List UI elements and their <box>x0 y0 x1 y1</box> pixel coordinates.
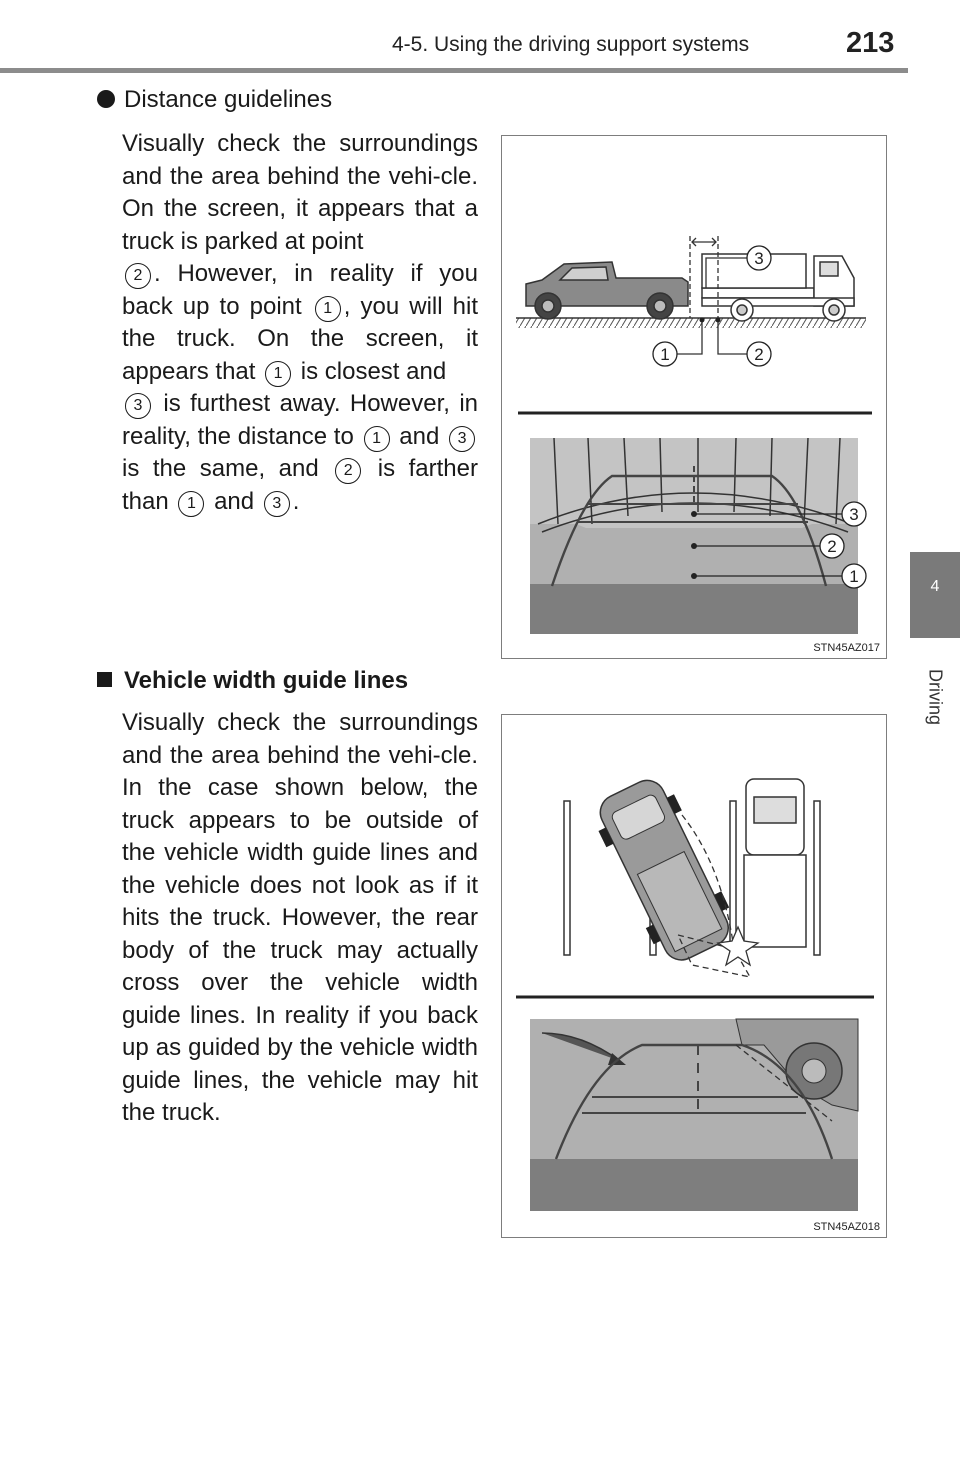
flatbed-truck-side-view <box>701 253 855 322</box>
square-bullet-icon <box>97 672 112 687</box>
ref-1-marker: 1 <box>265 360 292 387</box>
chapter-label: Driving <box>920 652 950 742</box>
vehicle-width-illustration <box>516 778 874 1211</box>
figure-code: STN45AZ017 <box>813 642 880 654</box>
ref-1-marker: 1 <box>363 425 390 452</box>
distance-guidelines-title: Distance guidelines <box>124 86 333 113</box>
pickup-truck-top-view <box>598 779 730 961</box>
screen-callout-3: 3 <box>849 505 858 524</box>
callout-3: 3 <box>754 249 763 268</box>
header-section-title: 4-5. Using the driving support systems <box>392 33 750 56</box>
callout-2: 2 <box>754 345 763 364</box>
chapter-label-text: Driving <box>925 668 946 726</box>
vehicle-width-figure: STN45AZ018 <box>501 714 887 1238</box>
distance-illustration: 1 2 3 <box>516 236 872 634</box>
header-divider <box>0 68 908 73</box>
distance-guidelines-heading: Distance guidelines <box>97 86 332 114</box>
parked-truck-top-view <box>743 778 807 948</box>
callout-1: 1 <box>660 345 669 364</box>
chapter-number: 4 <box>930 578 940 595</box>
collision-star-icon <box>716 925 760 967</box>
rear-camera-screen: 3 2 1 <box>530 437 867 634</box>
ref-1-marker: 1 <box>314 295 341 322</box>
page-number: 213 <box>846 27 895 59</box>
ref-3-marker: 3 <box>125 393 151 419</box>
figure-code: STN45AZ018 <box>813 1221 880 1233</box>
round-bullet-icon <box>97 90 115 108</box>
vehicle-width-text: Visually check the surroundings and the … <box>122 709 478 1126</box>
distance-guidelines-text: Visually check the surroundings and the … <box>122 130 479 517</box>
distance-guidelines-figure: 1 2 3 <box>501 135 887 659</box>
ref-2-marker: 2 <box>125 263 151 289</box>
pickup-truck-side-view <box>525 261 689 320</box>
vehicle-width-heading: Vehicle width guide lines <box>97 667 408 695</box>
ref-3-marker: 3 <box>449 425 476 452</box>
rear-camera-screen <box>530 1018 859 1211</box>
ref-3-marker: 3 <box>263 490 290 517</box>
ref-2-marker: 2 <box>335 458 362 484</box>
screen-callout-2: 2 <box>827 537 836 556</box>
screen-callout-1: 1 <box>849 567 858 586</box>
vehicle-width-title: Vehicle width guide lines <box>124 667 409 694</box>
ground-hatch <box>516 318 866 328</box>
measurement-lines <box>668 236 748 355</box>
chapter-tab: 4 <box>910 552 960 638</box>
ref-1-marker: 1 <box>178 490 205 517</box>
